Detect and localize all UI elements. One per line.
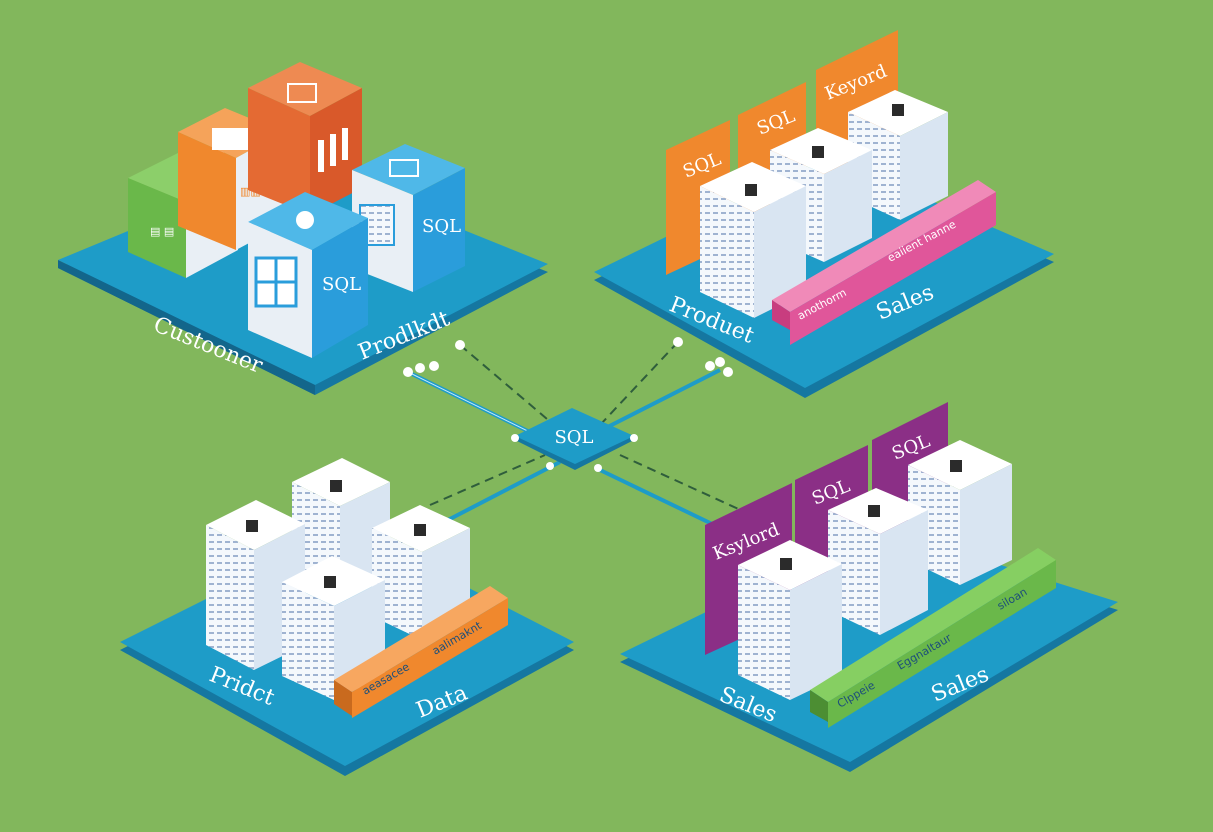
box-blue-right: SQL — [352, 144, 465, 292]
green-bar: Clppeie Eggnaltaur siloan — [810, 548, 1056, 728]
connector-lines — [403, 337, 746, 537]
orange-bar: aeasacee aalimaknt — [334, 586, 508, 718]
server-stack-tr — [700, 90, 948, 318]
box-blue-front: SQL — [248, 192, 368, 358]
bar-chart-icon — [287, 83, 317, 103]
monitor-icon — [389, 159, 419, 177]
server-stack-br — [738, 440, 1012, 700]
grid-icon — [212, 128, 248, 150]
svg-text:▤ ▤: ▤ ▤ — [150, 225, 174, 238]
platform-top-right[interactable]: SQL SQL Keyord eaiient hanne anothorm Pr — [594, 30, 1054, 398]
box-red-orange — [248, 62, 362, 215]
box-blue-front-label: SQL — [322, 274, 361, 295]
platform-top-left[interactable]: ▤ ▤ ▥▥ SQL — [58, 62, 548, 395]
platform-bottom-right[interactable]: Ksylord SQL SQL Clppeie Eggnaltaur siloa… — [620, 402, 1118, 772]
flower-icon — [296, 211, 314, 229]
hub-label: SQL — [554, 427, 593, 448]
platform-bottom-left[interactable]: aeasacee aalimaknt Pridct Data — [120, 458, 574, 776]
box-blue-right-label: SQL — [422, 216, 461, 237]
sql-hub[interactable]: SQL — [511, 408, 638, 470]
